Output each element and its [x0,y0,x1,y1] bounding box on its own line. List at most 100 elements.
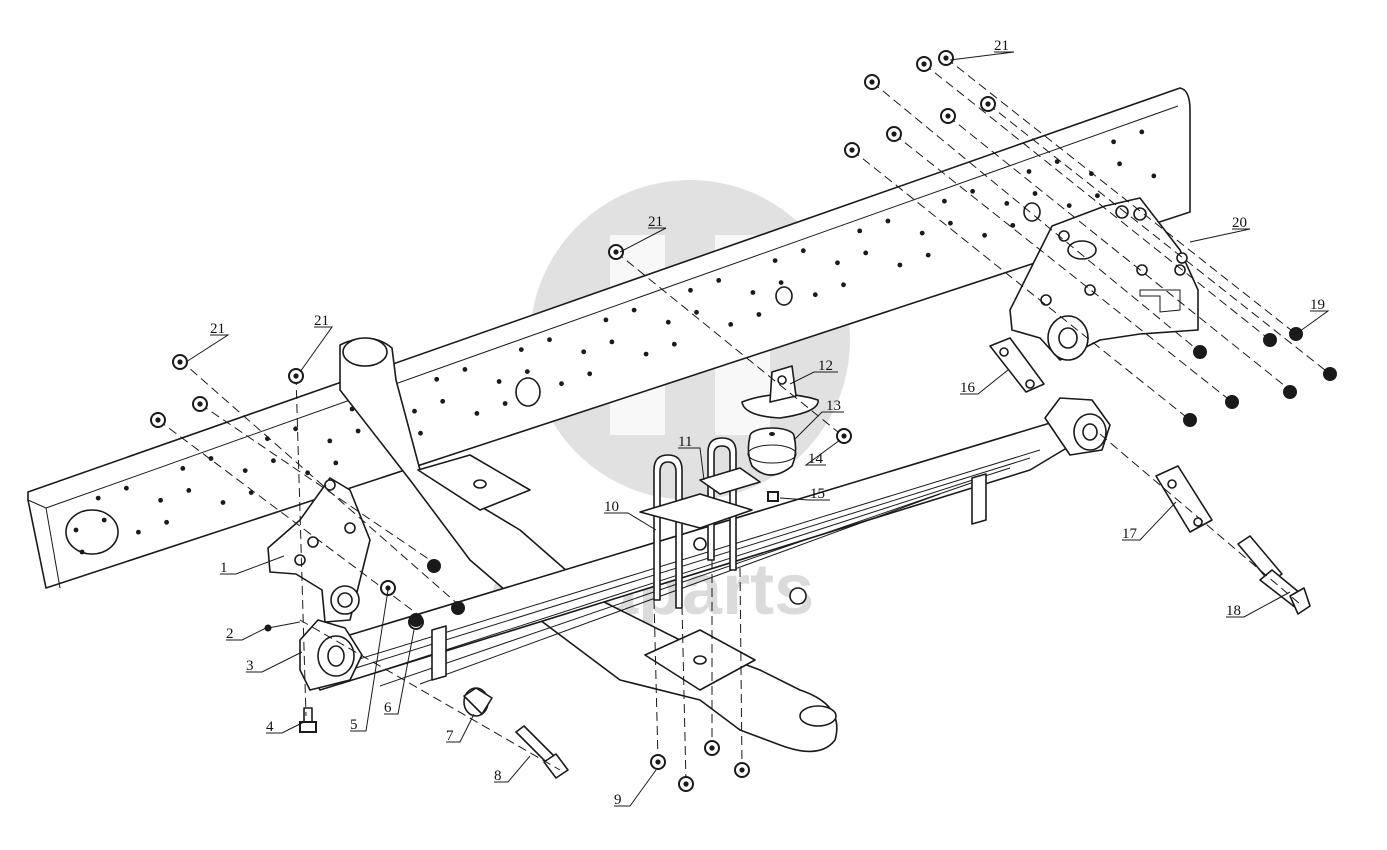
rail-hole [609,339,615,345]
rail-hole [327,438,333,444]
nut-hole [849,147,855,153]
nut-hole [841,433,847,439]
rail-hole [164,519,170,525]
rail-hole [180,466,186,471]
rail-hole [772,258,778,263]
rail-hole [1089,171,1094,177]
rail-hole [1004,201,1010,206]
rail-hole [897,262,903,268]
rail-hole [95,495,101,501]
rail-hole [1032,191,1038,196]
part-callouts: 1 2 3 4 5 6 7 8 9 10 11 12 13 14 15 16 1… [210,38,1325,808]
rail-hole [293,426,298,432]
rail-hole [547,337,552,343]
hex-bolt-head [1225,395,1239,409]
hex-bolt-head [1193,345,1207,359]
rail-hole [305,470,310,476]
rail-hole [671,341,677,347]
hex-bolt-head [409,613,423,627]
nut-hole [739,767,745,773]
front-axle-beam [339,337,838,753]
callout-3: 3 [246,658,254,674]
hex-bolt-head [1283,385,1297,399]
callout-2: 2 [226,626,234,642]
nut-hole [945,113,951,119]
nut-hole [943,55,949,61]
rail-hole [186,488,192,493]
nut-hole [869,79,875,85]
rail-hole [124,485,129,491]
rail-hole [665,319,671,325]
rail-hole [248,490,254,495]
callout-11: 11 [678,434,692,450]
callout-21-top: 21 [994,38,1009,54]
rail-hole [502,401,508,406]
leaf-spring [299,397,1111,691]
hex-bolt-head [451,601,465,615]
hex-bolt-head [427,559,441,573]
nut-hole [155,417,161,423]
rail-hole [434,376,440,382]
rail-hole [948,220,953,226]
rail-hole [694,309,699,315]
nut-hole [921,61,927,67]
callout-20: 20 [1232,215,1247,231]
rail-hole [418,430,423,436]
fasteners [150,50,1337,792]
rail-hole [688,287,693,293]
nut-hole [891,131,897,137]
rail-hole [1010,223,1016,228]
rail-hole [333,460,339,466]
rail-hole [643,351,649,357]
rail-hole [800,248,806,254]
rail-hole [462,367,468,372]
rail-hole [919,230,925,236]
rear-spring-hanger [1009,197,1199,361]
nut-hole [177,359,183,365]
rail-hole [863,250,869,256]
rail-hole [756,312,762,317]
rail-hole [1151,173,1157,179]
callout-5: 5 [350,717,358,733]
shackle-plates [463,337,1213,717]
rail-hole [79,549,85,555]
callout-10: 10 [604,499,619,515]
callout-17: 17 [1122,526,1138,542]
rail-hole [631,307,637,313]
callout-14: 14 [808,451,824,467]
callout-13: 13 [826,398,841,414]
rail-hole [474,411,480,416]
rail-hole [1111,139,1116,145]
nut-hole [985,101,991,107]
rail-hole [1066,203,1072,209]
rail-hole [716,278,722,283]
rail-hole [587,371,593,377]
nut-hole [293,373,299,379]
rail-hole [1117,161,1122,167]
nut-hole [683,781,689,787]
rail-hole [496,379,502,384]
rail-hole [220,500,226,505]
nut-hole [385,585,391,591]
rail-hole [885,218,891,224]
callout-18: 18 [1226,603,1241,619]
callout-6: 6 [384,700,392,716]
callout-4: 4 [266,719,274,735]
rail-hole [1054,159,1060,165]
rail-hole [440,398,446,404]
u-bolts [639,437,761,609]
rail-hole [136,529,141,535]
rail-hole [355,428,361,434]
nut-hole [655,759,661,765]
callout-1: 1 [220,560,228,576]
nut-hole [709,745,715,751]
rail-hole [982,232,987,238]
rail-hole [970,188,975,194]
callout-7: 7 [446,728,454,744]
front-spring-hanger [267,477,371,623]
callout-21-hanger: 21 [314,313,329,329]
rail-hole [1026,169,1032,174]
frame-rail [27,87,1191,589]
callout-8: 8 [494,768,502,784]
